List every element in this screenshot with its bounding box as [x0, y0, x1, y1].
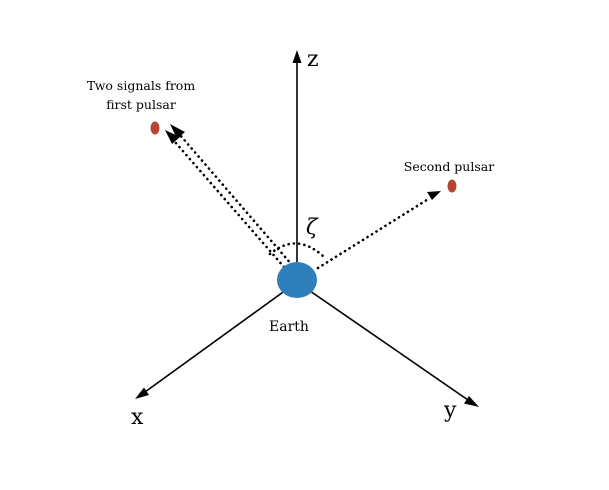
second-pulsar-label: Second pulsar [404, 159, 494, 174]
x-axis-arrowhead [135, 387, 149, 399]
first-pulsar-signal-arrowhead-2 [170, 124, 185, 139]
second-pulsar-signal-arrowhead [427, 191, 441, 200]
y-axis-line [296, 281, 469, 401]
y-axis-label: y [443, 398, 457, 423]
earth-label: Earth [269, 319, 309, 335]
first-pulsar-label-line2: first pulsar [106, 97, 176, 112]
zeta-angle-arc [268, 242, 325, 258]
first-pulsar-signal-arrowhead-1 [165, 130, 180, 144]
zeta-angle-label: ζ [306, 215, 319, 239]
z-axis-arrowhead [292, 50, 302, 63]
first-pulsar-dot [150, 121, 160, 135]
x-axis-line [144, 281, 298, 393]
second-pulsar-signal-path [316, 196, 432, 270]
first-pulsar-label-line1: Two signals from [87, 78, 196, 93]
x-axis-label: x [131, 405, 144, 430]
first-pulsar-signal-path-2 [178, 133, 294, 267]
second-pulsar-dot [447, 179, 457, 193]
earth-marker [277, 262, 317, 298]
z-axis-label: z [307, 47, 319, 72]
y-axis-arrowhead [464, 396, 479, 407]
first-pulsar-signal-path-1 [173, 140, 286, 269]
